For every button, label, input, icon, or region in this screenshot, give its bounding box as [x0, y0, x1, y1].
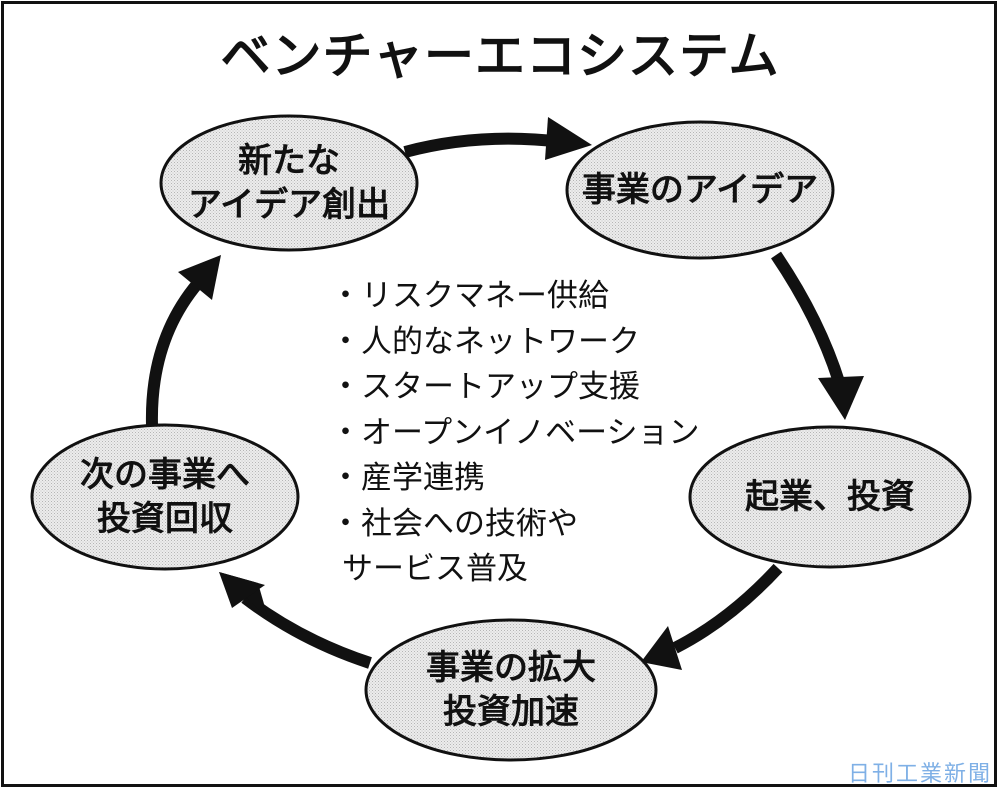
diagram-title: ベンチャーエコシステム — [220, 27, 780, 85]
node-next-business: 次の事業へ 投資回収 — [80, 453, 250, 541]
arrow-startup-to-expansion — [641, 563, 783, 670]
node-label-line: 投資加速 — [443, 692, 579, 732]
list-item: ・社会への技術や — [330, 505, 578, 542]
publisher-watermark: 日刊工業新聞 — [847, 762, 992, 787]
node-label-line: 事業のアイデア — [581, 170, 819, 210]
arrow-next-business-to-new-idea — [145, 255, 221, 426]
node-label-line: 次の事業へ — [80, 455, 250, 495]
node-shape-business-expansion — [364, 618, 658, 762]
list-item: ・産学連携 — [330, 460, 485, 496]
node-startup-investment: 起業、投資 — [745, 475, 915, 519]
arrow-business-idea-to-startup — [771, 251, 864, 420]
node-label-line: アイデア創出 — [187, 185, 391, 225]
list-item: ・スタートアップ支援 — [330, 369, 640, 405]
node-label-line: 事業の拡大 — [426, 648, 596, 688]
node-shape-new-idea — [159, 114, 419, 252]
node-label-line: 起業、投資 — [745, 477, 915, 517]
node-shape-business-idea — [565, 120, 835, 260]
node-business-expansion: 事業の拡大 投資加速 — [426, 646, 596, 734]
list-item: ・オープンイノベーション — [330, 414, 700, 451]
list-item: ・リスクマネー供給 — [330, 278, 609, 314]
node-new-idea: 新たな アイデア創出 — [188, 139, 390, 227]
node-label-line: 投資回収 — [97, 499, 233, 539]
list-item-continuation: サービス普及 — [342, 551, 528, 587]
arrow-expansion-to-next-business — [219, 572, 372, 669]
arrow-new-idea-to-business-idea — [403, 117, 592, 160]
node-business-idea: 事業のアイデア — [582, 168, 818, 212]
node-label-line: 新たな — [238, 141, 340, 181]
list-item: ・人的なネットワーク — [330, 323, 640, 360]
ecosystem-factors-list: ・リスクマネー供給 ・人的なネットワーク ・スタートアップ支援 ・オープンイノベ… — [330, 274, 700, 593]
node-shape-next-business — [30, 423, 300, 571]
node-shape-startup-investment — [688, 425, 972, 569]
